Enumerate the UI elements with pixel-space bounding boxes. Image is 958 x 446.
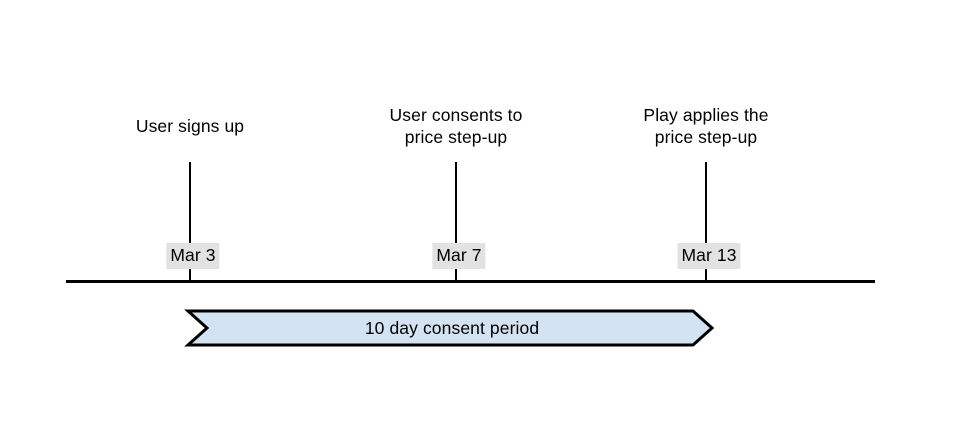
consent-period-banner: 10 day consent period (184, 309, 715, 347)
milestone-date-3: Mar 13 (677, 243, 741, 269)
milestone-caption-2: User consents to price step-up (389, 105, 523, 147)
milestone-tick-2 (455, 162, 458, 282)
milestone-tick-1 (189, 162, 192, 282)
milestone-caption-3: Play applies the price step-up (643, 105, 769, 147)
consent-period-banner-shape (184, 309, 715, 347)
milestone-date-2: Mar 7 (432, 243, 486, 269)
timeline-axis (66, 280, 875, 283)
milestone-tick-3 (705, 162, 708, 282)
milestone-caption-1: User signs up (135, 116, 245, 136)
milestone-date-1: Mar 3 (166, 243, 220, 269)
consent-period-label: 10 day consent period (364, 317, 540, 338)
